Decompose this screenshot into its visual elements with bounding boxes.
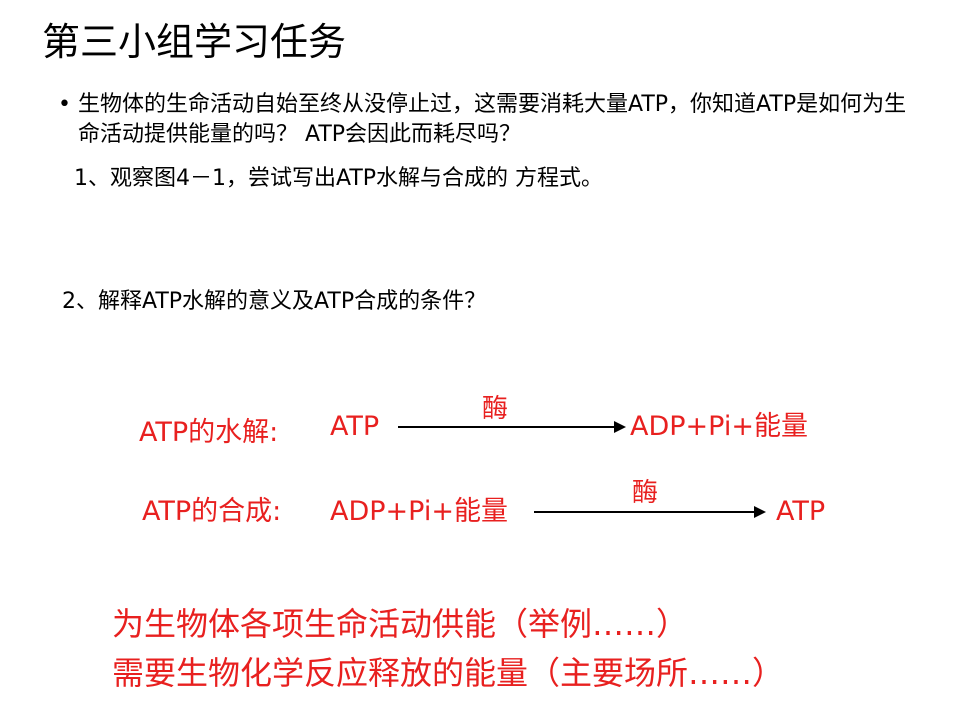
bullet-paragraph: • 生物体的生命活动自始至终从没停止过，这需要消耗大量ATP，你知道ATP是如何… [58, 90, 928, 150]
synthesis-arrow-icon [534, 506, 766, 518]
hydrolysis-label: ATP的水解: [139, 417, 279, 448]
summary-line-2: 需要生物化学反应释放的能量（主要场所……） [112, 654, 785, 692]
summary-line-1: 为生物体各项生命活动供能（举例……） [112, 605, 689, 643]
synthesis-product: ATP [776, 496, 826, 527]
hydrolysis-product: ADP+Pi+能量 [630, 411, 808, 442]
hydrolysis-arrow-icon [398, 421, 626, 433]
hydrolysis-reactant: ATP [330, 411, 380, 442]
slide-title: 第三小组学习任务 [42, 20, 347, 64]
hydrolysis-enzyme: 酶 [482, 394, 509, 424]
synthesis-label: ATP的合成: [142, 496, 282, 527]
bullet-text: 生物体的生命活动自始至终从没停止过，这需要消耗大量ATP，你知道ATP是如何为生… [78, 92, 907, 147]
question-1: 1、观察图4－1，尝试写出ATP水解与合成的 方程式。 [74, 166, 604, 191]
bullet-dot-icon: • [58, 92, 71, 117]
synthesis-enzyme: 酶 [632, 478, 659, 508]
synthesis-reactant: ADP+Pi+能量 [330, 496, 508, 527]
question-2: 2、解释ATP水解的意义及ATP合成的条件？ [62, 289, 487, 314]
